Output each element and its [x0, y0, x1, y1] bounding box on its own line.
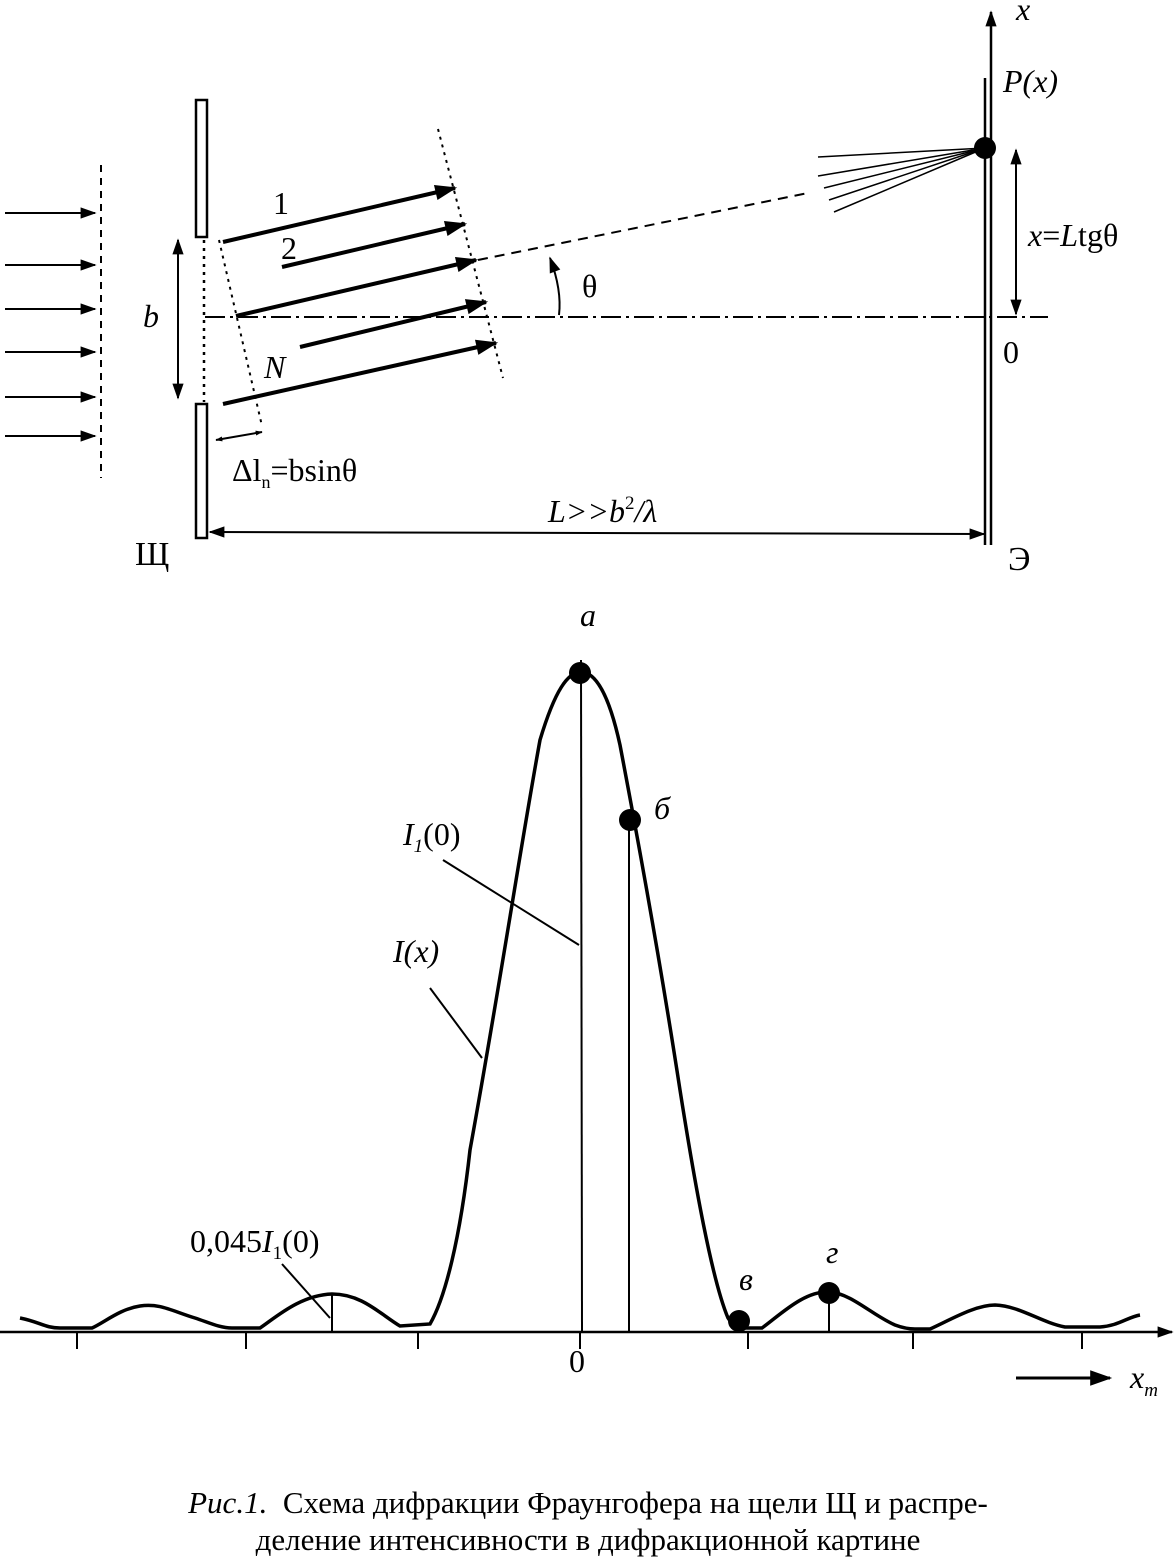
path-difference-arrow: [215, 430, 263, 442]
wavefronts: [218, 128, 504, 427]
incident-wave: [5, 165, 102, 478]
side-max-label: 0,045I1(0): [190, 1223, 319, 1264]
graph-origin-label: 0: [569, 1343, 585, 1379]
converging-ray: [817, 147, 986, 158]
ray-lower: [299, 299, 489, 349]
converging-rays: [817, 147, 986, 213]
converging-ray: [828, 147, 986, 201]
caption-line-1: Рис.1. Схема дифракции Фраунгофера на ще…: [0, 1484, 1176, 1521]
point-v: [728, 1310, 750, 1332]
curve-label: I(x): [392, 933, 439, 969]
angle-arc: [549, 256, 561, 316]
point-a-label: а: [580, 597, 596, 633]
slit-screen: Щ: [135, 98, 209, 573]
path-difference-label: Δln=bsinθ: [232, 452, 357, 492]
ray-2-label: 2: [281, 230, 297, 266]
intensity-graph: а б в г I1(0) I(x) 0,045I1(0) 0 xm: [0, 597, 1174, 1401]
slit-width-label: b: [143, 298, 159, 334]
angle-marker: θ: [477, 192, 809, 316]
ray-1-label: 1: [273, 185, 289, 221]
point-a: [569, 662, 591, 684]
slit-upper-jaw: [194, 98, 209, 239]
diffracted-rays: 1 2 N: [222, 184, 499, 406]
distance-marker: L>>b2/λ: [208, 493, 986, 540]
ray-n-label: N: [263, 349, 287, 385]
angle-label: θ: [582, 268, 597, 304]
point-b: [619, 809, 641, 831]
output-wavefront: [437, 128, 504, 379]
side-max-leader: [281, 1263, 331, 1319]
diffraction-direction: [477, 192, 809, 261]
center-ordinate: [580, 659, 583, 1333]
ray-n: [222, 339, 499, 406]
figure-caption: Рис.1. Схема дифракции Фраунгофера на ще…: [0, 1484, 1176, 1558]
ray-middle: [235, 257, 479, 318]
ray-2: [281, 221, 468, 269]
caption-text-1: Схема дифракции Фраунгофера на щели Щ и …: [282, 1485, 988, 1520]
caption-label: Рис.1.: [188, 1485, 268, 1520]
slit-width-marker: b: [143, 238, 184, 400]
distance-label: L>>b2/λ: [547, 493, 657, 529]
distance-arrow: [208, 526, 986, 540]
caption-line-2: деление интенсивности в дифракционной ка…: [255, 1522, 921, 1557]
x-axis-label: xm: [1129, 1359, 1158, 1401]
peak-label-leader: [442, 859, 580, 946]
point-g: [818, 1282, 840, 1304]
converging-ray: [817, 147, 986, 177]
converging-ray: [833, 147, 986, 213]
curve-label-leader: [429, 987, 483, 1059]
observation-screen: x P(x) x=Ltgθ 0 Э: [974, 0, 1118, 578]
screen-axis-label: x: [1015, 0, 1030, 27]
slit-lower-jaw: [194, 402, 209, 540]
peak-label: I1(0): [402, 816, 460, 857]
observation-point: [974, 137, 996, 159]
screen-label: Э: [1008, 541, 1030, 578]
point-v-label: в: [739, 1261, 753, 1297]
screen-origin-label: 0: [1003, 334, 1019, 370]
slit-label: Щ: [135, 536, 169, 573]
converging-ray: [823, 147, 986, 189]
point-g-label: г: [826, 1234, 838, 1270]
ray-1: [222, 184, 458, 244]
path-difference-marker: Δln=bsinθ: [215, 430, 357, 492]
x-formula-label: x=Ltgθ: [1027, 217, 1118, 253]
point-b-label: б: [654, 790, 671, 826]
point-label: P(x): [1002, 63, 1058, 99]
intensity-curve: [19, 670, 1141, 1331]
